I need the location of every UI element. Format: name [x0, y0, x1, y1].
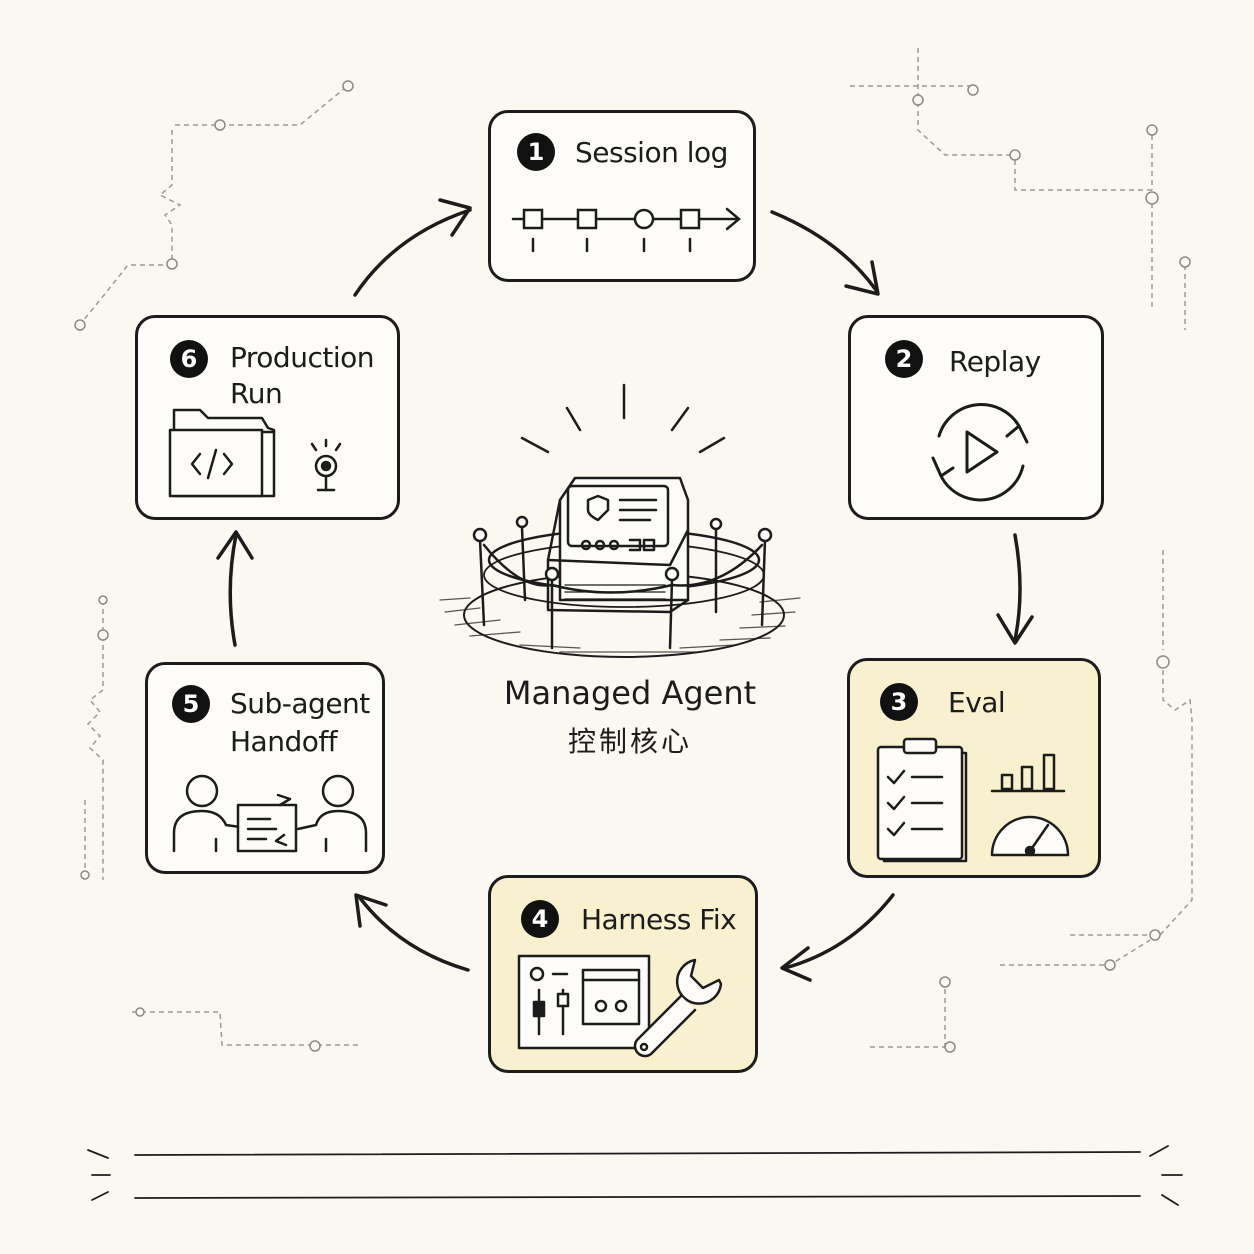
- center-subtitle: 控制核心: [567, 725, 692, 758]
- step-number-badge: 4: [521, 900, 559, 938]
- arrow-5-to-6: [228, 533, 238, 647]
- step-number-badge: 1: [517, 133, 555, 171]
- arrow-2-to-3: [1013, 533, 1022, 642]
- timeline-icon: [511, 207, 741, 253]
- step-title: Replay: [949, 345, 1041, 378]
- replay-icon: [931, 403, 1029, 502]
- step-eval[interactable]: 3 Eval: [847, 658, 1101, 878]
- step-sub-agent-handoff[interactable]: 5 Sub-agent Handoff: [145, 662, 385, 874]
- step-number-badge: 3: [880, 683, 918, 721]
- control-panel-wrench-icon: [517, 954, 723, 1058]
- step-title: Session log: [575, 136, 728, 169]
- step-title: Production Run: [230, 341, 374, 410]
- step-number-badge: 6: [170, 340, 208, 378]
- handoff-people-icon: [172, 774, 368, 853]
- step-session-log[interactable]: 1 Session log: [488, 110, 756, 282]
- center-title: Managed Agent: [503, 674, 757, 712]
- footer-lines: [87, 1145, 1183, 1206]
- enclosed-kiosk-icon: [439, 383, 801, 658]
- cycle-arrows: [216, 198, 1034, 982]
- step-replay[interactable]: 2 Replay: [848, 315, 1104, 520]
- circuit-traces: [81, 48, 1193, 1050]
- step-number-badge: 2: [885, 340, 923, 378]
- code-folder-icon: [168, 408, 342, 498]
- trace-nodes: [74, 80, 1191, 1053]
- arrow-3-to-4: [783, 893, 895, 970]
- arrow-6-to-1: [353, 208, 472, 297]
- arrow-4-to-5: [358, 896, 470, 972]
- step-title: Harness Fix: [581, 903, 737, 936]
- step-title: Eval: [948, 686, 1006, 719]
- step-harness-fix[interactable]: 4 Harness Fix: [488, 875, 758, 1073]
- step-production-run[interactable]: 6 Production Run: [135, 315, 400, 520]
- step-title: Sub-agent Handoff: [230, 687, 370, 758]
- arrow-1-to-2: [770, 210, 878, 292]
- step-number-badge: 5: [172, 685, 210, 723]
- checklist-gauge-icon: [876, 737, 1070, 863]
